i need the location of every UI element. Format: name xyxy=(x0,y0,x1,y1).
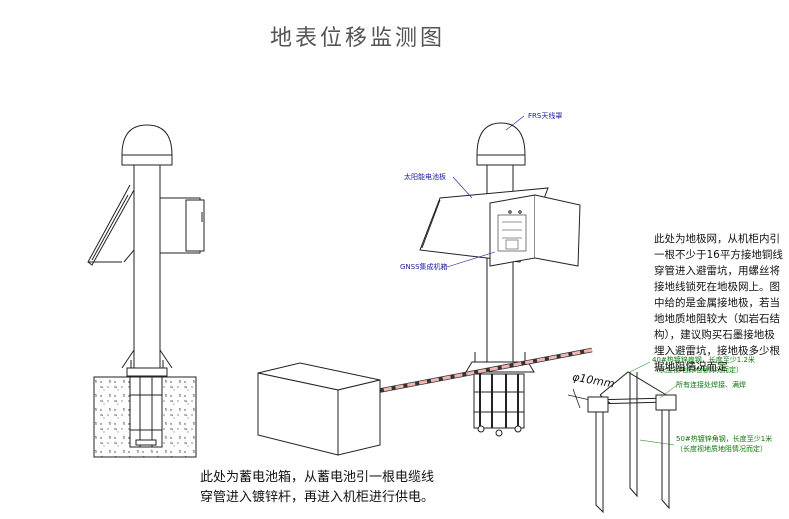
right-antenna-dome xyxy=(476,122,526,156)
angle-steel-label: 50#热镀锌角钢，长度至少1米 xyxy=(676,435,773,443)
grounding-net xyxy=(587,371,677,514)
grounding-leaders xyxy=(629,361,678,446)
diagram-title: 地表位移监测图 xyxy=(270,26,446,51)
gnss-cabinet-door xyxy=(534,194,581,267)
left-antenna-dome xyxy=(121,124,173,156)
left-anchor-cage xyxy=(129,376,163,448)
frs-antenna-label: FRS天线罩 xyxy=(528,112,563,120)
gnss-cabinet-body xyxy=(489,194,536,267)
grounding-note: 此处为地极网，从机柜内引一根不少于16平方接地铜线穿管进入避雷坑，用螺丝将接地线… xyxy=(654,233,783,373)
diameter-dimension xyxy=(567,388,591,409)
battery-note-line1: 此处为蓄电池箱，从蓄电池引一根电缆线 xyxy=(200,470,435,485)
battery-box xyxy=(257,362,381,456)
leader-lines xyxy=(446,115,525,268)
right-anchor-cage xyxy=(473,373,525,429)
solar-panel-label: 太阳能电池板 xyxy=(404,173,446,181)
gnss-cabinet-label: GNSS集成机箱 xyxy=(400,263,448,271)
left-pole-assembly xyxy=(87,124,205,458)
flat-steel-label: 40#热镀锌扁钢，长度至少1.2米 xyxy=(652,356,755,364)
cable-conduit xyxy=(371,347,593,395)
right-pole-assembly xyxy=(419,122,581,437)
angle-steel-note: （长度视地质地阻情况而定） xyxy=(676,445,767,453)
battery-note-line2: 穿管进入镀锌杆，再进入机柜进行供电。 xyxy=(200,490,435,505)
battery-note: 此处为蓄电池箱，从蓄电池引一根电缆线 穿管进入镀锌杆，再进入机柜进行供电。 xyxy=(200,468,500,508)
flat-steel-note: （长度视地质地阻情况而定） xyxy=(652,366,743,374)
weld-note-label: 所有连接处焊接、满焊 xyxy=(676,381,746,389)
